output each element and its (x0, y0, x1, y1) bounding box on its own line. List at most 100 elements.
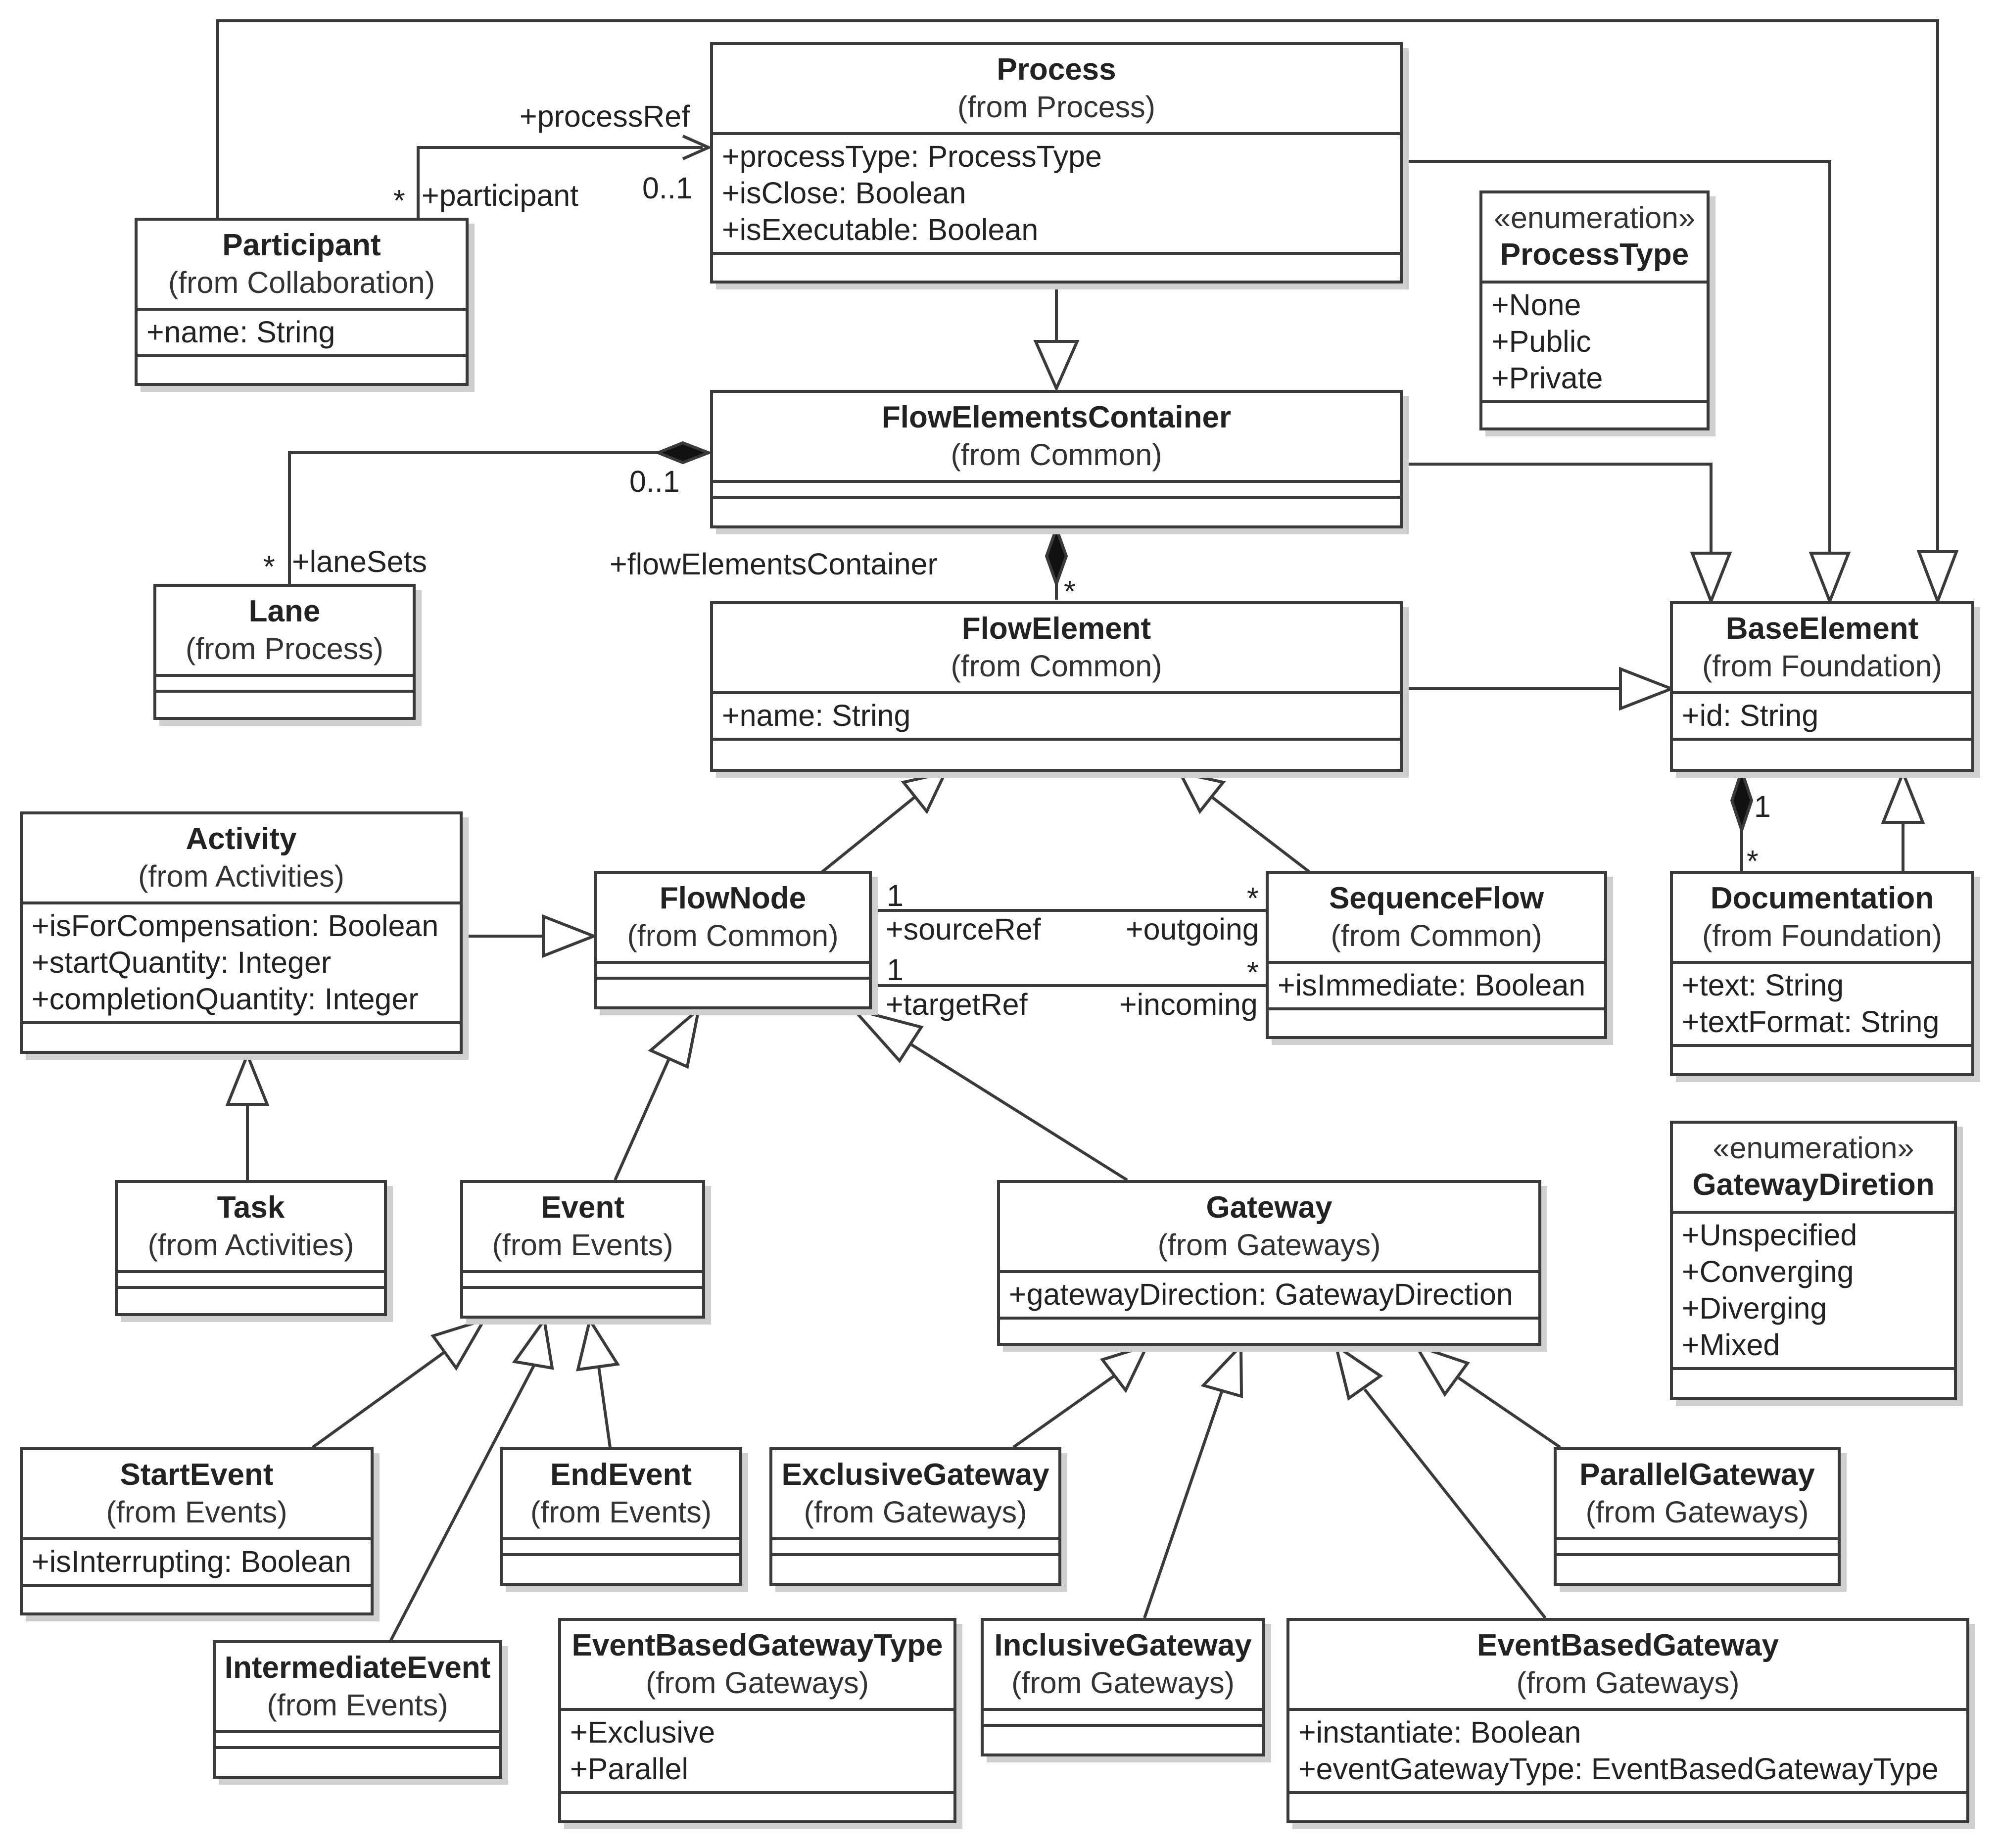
class-name: Participant (222, 228, 381, 262)
sequenceflow-flowelement-arrowhead (1177, 770, 1226, 814)
class-flowelementscontainer[interactable]: FlowElementsContainer (from Common) (710, 390, 1403, 528)
class-package: (from Events) (530, 1495, 712, 1529)
class-name: Documentation (1710, 881, 1934, 915)
class-header: ExclusiveGateway (from Gateways) (772, 1450, 1058, 1540)
class-name: EventBasedGateway (1477, 1628, 1779, 1662)
class-inclusivegateway[interactable]: InclusiveGateway (from Gateways) (981, 1618, 1265, 1756)
attribute: +name: String (146, 315, 335, 349)
sequenceflow-flowelement-generalization (1210, 795, 1312, 875)
class-task[interactable]: Task (from Activities) (115, 1180, 387, 1316)
class-header: FlowNode (from Common) (597, 874, 869, 964)
operation-compartment (138, 357, 466, 370)
eventbasedgateway-gateway-generalization (1363, 1388, 1547, 1619)
participant-role-label: +participant (422, 179, 579, 212)
class-process[interactable]: Process (from Process) +processType: Pro… (710, 42, 1403, 284)
inclusivegateway-gateway-generalization (1143, 1390, 1224, 1618)
operation-compartment (156, 693, 413, 706)
class-name: SequenceFlow (1329, 881, 1544, 915)
class-activity[interactable]: Activity (from Activities) +isForCompens… (20, 811, 463, 1054)
target-multiplicity: 1 (887, 953, 904, 987)
class-name: FlowNode (659, 881, 807, 915)
class-header: Documentation (from Foundation) (1673, 874, 1971, 964)
container-baseelement-arrowhead (1690, 552, 1732, 606)
process-baseelement-arrowhead (1809, 552, 1851, 606)
class-flowelement[interactable]: FlowElement (from Common) +name: String (710, 601, 1403, 772)
class-lane[interactable]: Lane (from Process) (153, 584, 416, 720)
class-baseelement[interactable]: BaseElement (from Foundation) +id: Strin… (1670, 601, 1974, 772)
operation-compartment (503, 1556, 739, 1569)
class-header: Event (from Events) (463, 1183, 702, 1273)
class-package: (from Common) (951, 649, 1162, 683)
attribute: +isInterrupting: Boolean (32, 1545, 352, 1578)
class-name: Process (997, 52, 1116, 87)
class-processtype-enumeration[interactable]: «enumeration» ProcessType +None +Public … (1479, 190, 1710, 430)
class-endevent[interactable]: EndEvent (from Events) (500, 1447, 742, 1586)
attribute: +id: String (1682, 699, 1819, 732)
class-name: IntermediateEvent (224, 1651, 491, 1685)
startevent-event-arrowhead (430, 1317, 487, 1371)
attribute: +textFormat: String (1682, 1005, 1940, 1039)
exclusivegateway-gateway-arrowhead (1100, 1343, 1150, 1393)
attribute: +text: String (1682, 968, 1844, 1002)
attribute-compartment (772, 1540, 1058, 1556)
class-event[interactable]: Event (from Events) (460, 1180, 705, 1319)
class-header: Participant (from Collaboration) (138, 221, 466, 311)
class-header: «enumeration» ProcessType (1482, 193, 1707, 284)
enum-literal: +None (1491, 288, 1581, 322)
class-participant[interactable]: Participant (from Collaboration) +name: … (135, 218, 469, 386)
eventbasedgateway-gateway-arrowhead (1333, 1342, 1383, 1401)
class-header: StartEvent (from Events) (23, 1450, 371, 1540)
class-documentation[interactable]: Documentation (from Foundation) +text: S… (1670, 871, 1974, 1076)
gateway-flownode-arrowhead (849, 1006, 924, 1063)
class-intermediateevent[interactable]: IntermediateEvent (from Events) (213, 1640, 502, 1779)
attribute-compartment (156, 677, 413, 693)
operation-compartment (118, 1289, 384, 1302)
class-sequenceflow[interactable]: SequenceFlow (from Common) +isImmediate:… (1266, 871, 1607, 1039)
class-parallelgateway[interactable]: ParallelGateway (from Gateways) (1554, 1447, 1841, 1586)
container-multiplicity: 0..1 (629, 465, 680, 498)
class-name: Lane (248, 594, 321, 628)
class-package: (from Process) (957, 90, 1155, 124)
class-stereotype: «enumeration» (1494, 201, 1695, 235)
attribute-compartment: +instantiate: Boolean +eventGatewayType:… (1289, 1711, 1966, 1794)
class-name: ExclusiveGateway (781, 1458, 1049, 1492)
operation-compartment (463, 1289, 702, 1302)
class-header: Gateway (from Gateways) (1000, 1183, 1538, 1273)
attribute-compartment (503, 1540, 739, 1556)
class-header: BaseElement (from Foundation) (1673, 604, 1971, 694)
class-gateway[interactable]: Gateway (from Gateways) +gatewayDirectio… (997, 1180, 1541, 1346)
documentation-multiplicity: * (1747, 844, 1759, 878)
target-ref-role-label: +targetRef (886, 988, 1028, 1021)
class-package: (from Common) (951, 438, 1162, 472)
participant-baseelement-arrowhead (1916, 550, 1959, 606)
incoming-multiplicity: * (1247, 955, 1259, 989)
class-package: (from Gateways) (804, 1495, 1027, 1529)
intermediateevent-event-arrowhead (512, 1316, 554, 1370)
class-eventbasedgateway[interactable]: EventBasedGateway (from Gateways) +insta… (1286, 1618, 1969, 1823)
class-startevent[interactable]: StartEvent (from Events) +isInterrupting… (20, 1447, 374, 1615)
attribute: +gatewayDirection: GatewayDirection (1009, 1278, 1513, 1311)
container-baseelement-generalization (1401, 463, 1713, 553)
class-name: InclusiveGateway (994, 1628, 1252, 1662)
process-ref-role-label: +processRef (520, 99, 690, 133)
class-header: «enumeration» GatewayDiretion (1673, 1124, 1954, 1214)
flownode-flowelement-generalization (819, 795, 916, 875)
attribute: +Exclusive (570, 1715, 715, 1749)
attribute-compartment (713, 483, 1400, 499)
intermediateevent-event-generalization (389, 1364, 536, 1641)
class-eventbasedgatewaytype[interactable]: EventBasedGatewayType (from Gateways) +E… (558, 1618, 956, 1823)
operation-compartment (1482, 403, 1707, 416)
class-exclusivegateway[interactable]: ExclusiveGateway (from Gateways) (769, 1447, 1061, 1586)
attribute: +startQuantity: Integer (32, 946, 332, 979)
class-name: GatewayDiretion (1692, 1168, 1935, 1202)
incoming-role-label: +incoming (1119, 988, 1258, 1021)
enum-literal: +Diverging (1682, 1291, 1827, 1325)
class-package: (from Gateways) (1516, 1666, 1740, 1700)
class-header: Lane (from Process) (156, 587, 413, 677)
class-gatewaydiretion-enumeration[interactable]: «enumeration» GatewayDiretion +Unspecifi… (1670, 1121, 1957, 1400)
class-package: (from Events) (267, 1688, 448, 1722)
class-flownode[interactable]: FlowNode (from Common) (594, 871, 872, 1009)
process-multiplicity: 0..1 (642, 171, 693, 205)
class-header: EndEvent (from Events) (503, 1450, 739, 1540)
